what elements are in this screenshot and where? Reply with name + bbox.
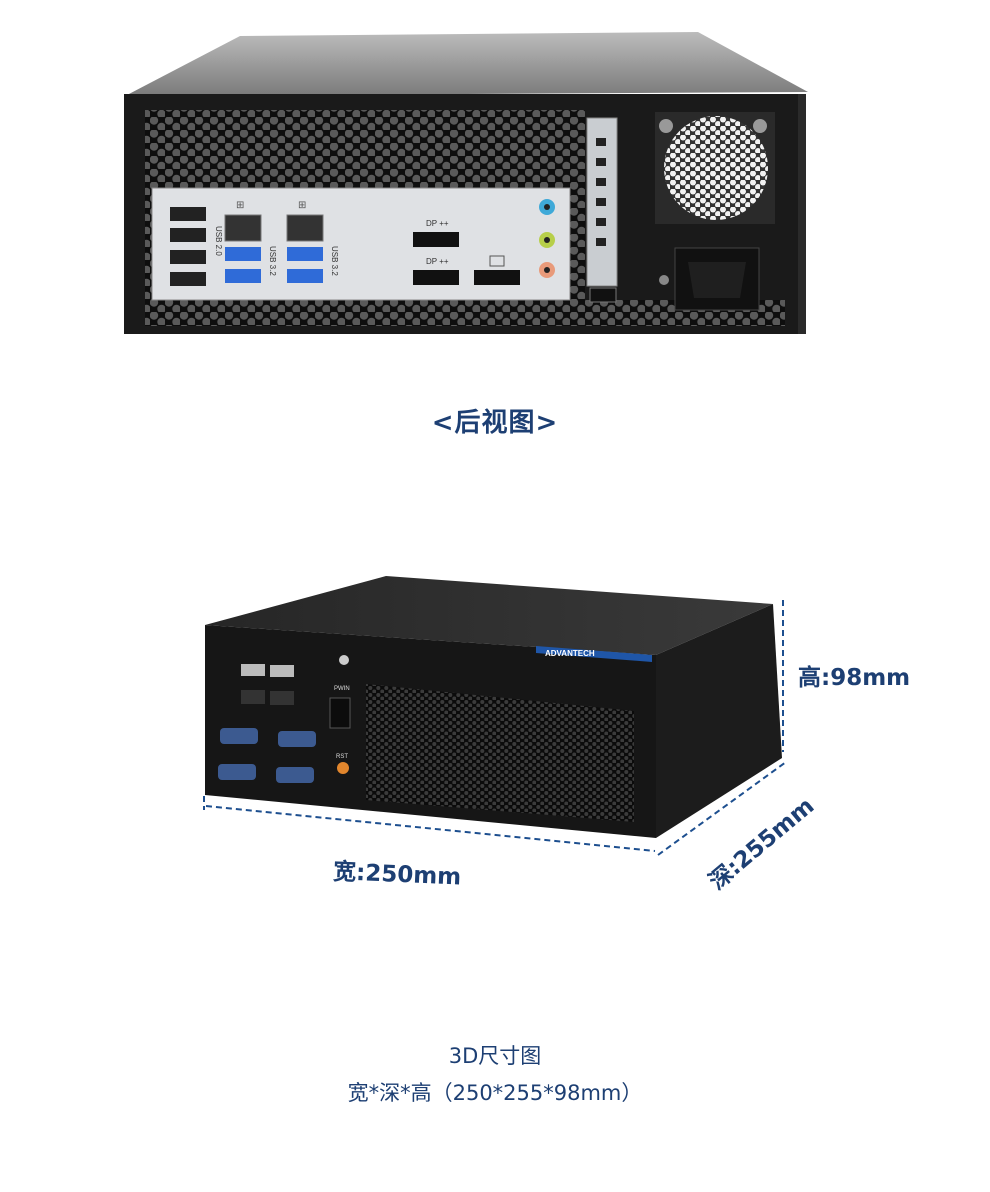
lan-usb3-stack-a: ⊞ [224, 200, 262, 283]
psu-fan-grill [664, 116, 768, 220]
reset-button [337, 762, 349, 774]
hdmi-icon [489, 255, 505, 267]
rst-label: RST [336, 754, 348, 760]
chassis-top [125, 32, 808, 96]
front-3d-view-photo: ADVANTECH PWIN RST [203, 576, 787, 856]
svg-text:⊞: ⊞ [298, 200, 306, 211]
audio-jacks [539, 199, 555, 278]
chassis-side [656, 604, 782, 838]
front-usb-1 [241, 664, 265, 676]
rear-view-photo: USB 2.0 ⊞ USB 3.2 ⊞ USB 3.2 DP ++ DP ++ [124, 32, 808, 334]
dimension-lines [203, 600, 787, 856]
height-dimension-label: 高:98mm [798, 665, 911, 691]
chassis-top-front [205, 576, 773, 655]
dp-label-top: DP ++ [426, 219, 449, 228]
svg-text:⊞: ⊞ [236, 200, 244, 211]
dp-label-bottom: DP ++ [426, 257, 449, 266]
front-usb-2 [270, 665, 294, 677]
dimension-diagram-title: 3D尺寸图 [448, 1044, 542, 1068]
front-vent [366, 684, 634, 822]
pwin-label: PWIN [334, 686, 350, 692]
com-ports [218, 728, 316, 783]
dp-port-bottom [413, 270, 459, 285]
usb20-label: USB 2.0 [214, 226, 223, 256]
usb32-label-b: USB 3.2 [330, 246, 339, 276]
dp-port-top [413, 232, 459, 247]
power-switch [329, 697, 351, 729]
usb20-ports [170, 207, 206, 286]
rear-view-caption: <后视图> [431, 408, 559, 438]
width-dimension-label: 宽:250mm [332, 858, 462, 891]
hdmi-port [474, 270, 520, 285]
usb32-label-a: USB 3.2 [268, 246, 277, 276]
brand-logo: ADVANTECH [545, 649, 595, 658]
dimension-summary: 宽*深*高（250*255*98mm） [347, 1081, 643, 1105]
lan-usb3-stack-b: ⊞ [286, 200, 324, 283]
